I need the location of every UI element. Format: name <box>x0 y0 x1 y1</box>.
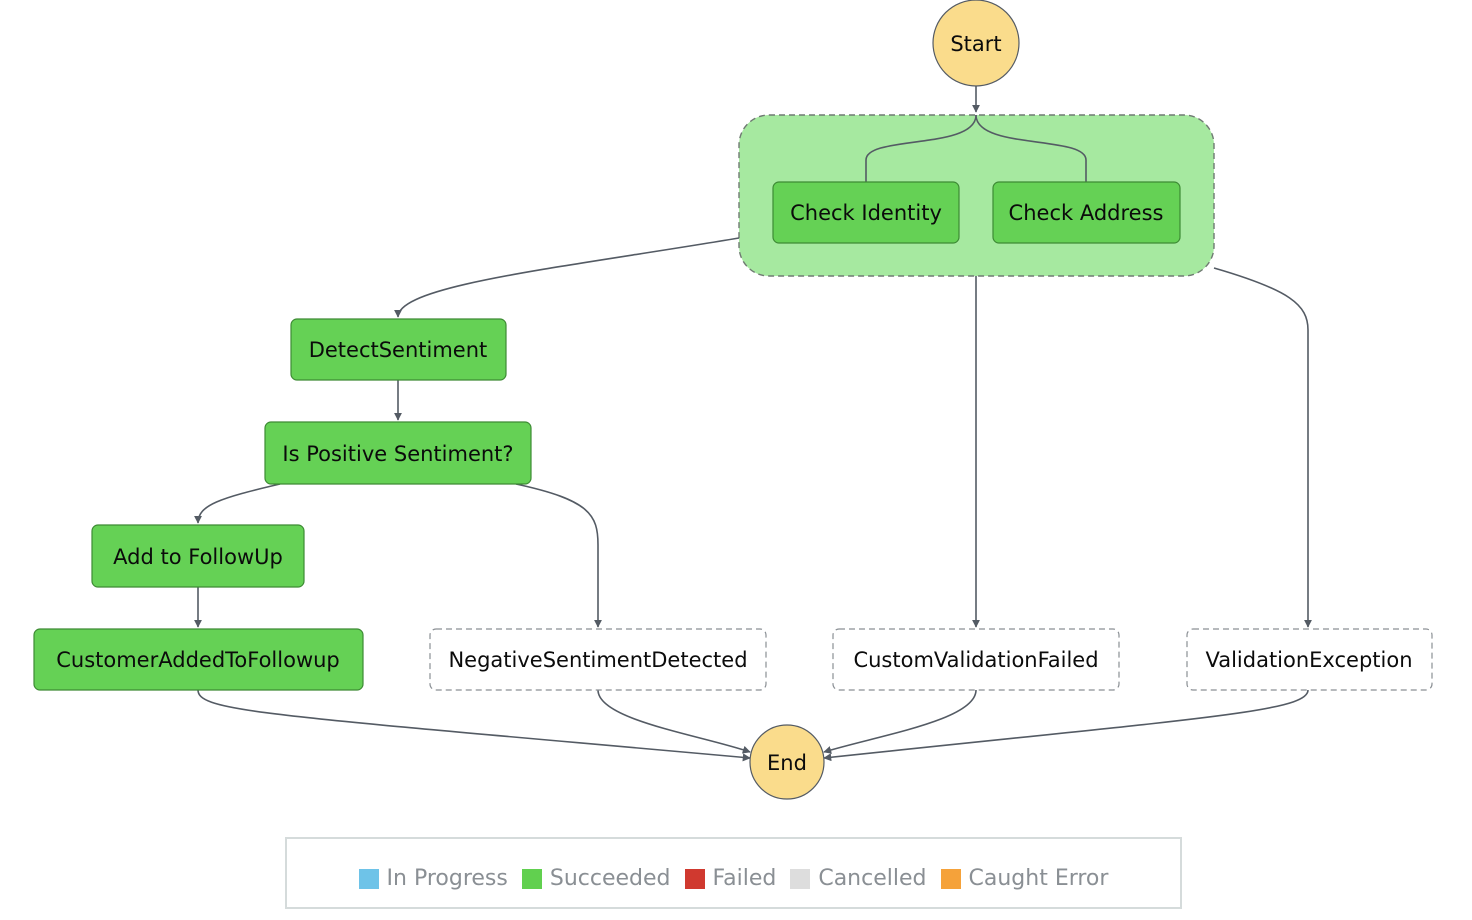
state-check-identity[interactable]: Check Identity <box>772 181 960 244</box>
edge-fork-check-identity <box>865 114 977 182</box>
state-add-to-followup[interactable]: Add to FollowUp <box>91 524 305 588</box>
state-check-address[interactable]: Check Address <box>992 181 1181 244</box>
end-node[interactable]: End <box>749 724 825 800</box>
edge-custom-validation-to-end <box>823 689 977 754</box>
edge-parallel-to-detect-sentiment <box>394 237 740 318</box>
end-label: End <box>767 751 807 775</box>
start-label: Start <box>950 32 1001 56</box>
state-negative-sentiment-detected-label: NegativeSentimentDetected <box>448 648 747 672</box>
edge-fork-check-address <box>975 114 1087 182</box>
edge-parallel-to-validation-exception <box>1213 267 1312 628</box>
edge-negative-to-end <box>597 689 751 754</box>
state-validation-exception[interactable]: ValidationException <box>1186 628 1433 691</box>
state-custom-validation-failed[interactable]: CustomValidationFailed <box>832 628 1120 691</box>
start-node[interactable]: Start <box>932 0 1020 87</box>
state-add-to-followup-label: Add to FollowUp <box>113 545 283 569</box>
state-check-identity-label: Check Identity <box>790 201 942 225</box>
state-detect-sentiment[interactable]: DetectSentiment <box>290 318 507 381</box>
legend-swatch-caught-error <box>940 868 961 889</box>
state-validation-exception-label: ValidationException <box>1205 648 1412 672</box>
legend-label-failed: Failed <box>712 866 777 891</box>
edges <box>194 86 1312 762</box>
edge-validation-exception-to-end <box>823 689 1309 762</box>
legend-label-in-progress: In Progress <box>386 866 508 891</box>
legend-label-caught-error: Caught Error <box>968 866 1109 891</box>
state-negative-sentiment-detected[interactable]: NegativeSentimentDetected <box>429 628 767 691</box>
legend-item-succeeded: Succeeded <box>521 866 671 891</box>
legend-swatch-cancelled <box>790 868 811 889</box>
state-check-address-label: Check Address <box>1009 201 1164 225</box>
edge-is-positive-to-add-followup <box>194 483 281 524</box>
legend-item-cancelled: Cancelled <box>790 866 927 891</box>
state-detect-sentiment-label: DetectSentiment <box>309 338 488 362</box>
edge-customer-added-to-end <box>197 689 751 762</box>
state-customer-added-to-followup[interactable]: CustomerAddedToFollowup <box>33 628 364 691</box>
legend-item-failed: Failed <box>684 866 777 891</box>
legend-swatch-failed <box>684 868 705 889</box>
state-is-positive-sentiment[interactable]: Is Positive Sentiment? <box>264 421 532 485</box>
legend-swatch-in-progress <box>358 868 379 889</box>
edge-is-positive-to-negative <box>515 483 602 628</box>
legend-swatch-succeeded <box>521 868 542 889</box>
legend-label-succeeded: Succeeded <box>549 866 671 891</box>
status-legend: In Progress Succeeded Failed Cancelled C… <box>285 837 1182 909</box>
legend-label-cancelled: Cancelled <box>818 866 927 891</box>
legend-item-caught-error: Caught Error <box>940 866 1109 891</box>
state-custom-validation-failed-label: CustomValidationFailed <box>853 648 1098 672</box>
state-customer-added-to-followup-label: CustomerAddedToFollowup <box>56 648 340 672</box>
legend-item-in-progress: In Progress <box>358 866 508 891</box>
state-is-positive-sentiment-label: Is Positive Sentiment? <box>282 442 513 466</box>
